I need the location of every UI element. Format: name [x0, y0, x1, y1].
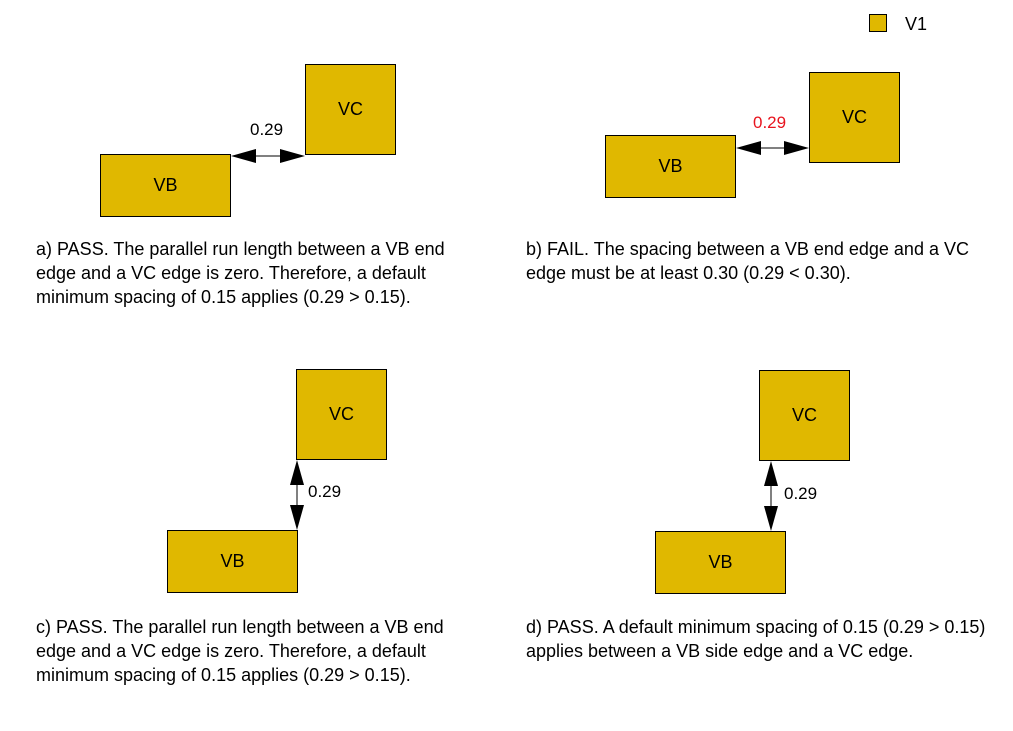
panel-a-caption: a) PASS. The parallel run length between… [36, 239, 445, 307]
panel-d-spacing-label: 0.29 [784, 484, 818, 503]
panel-b-vc-label: VC [841, 107, 867, 127]
legend-swatch [869, 14, 887, 32]
panel-c-vb-label: VB [220, 551, 245, 571]
panel-b-caption: b) FAIL. The spacing between a VB end ed… [526, 239, 969, 283]
panel-c-vc-box: VC [296, 369, 387, 460]
panel-b-spacing-label-fail: 0.29 [753, 113, 787, 132]
panel-a-spacing-label: 0.29 [250, 120, 284, 139]
panel-b-vb-label: VB [658, 156, 683, 176]
panel-d-vc-label: VC [791, 405, 817, 425]
panel-b-vb-box: VB [605, 135, 736, 198]
panel-c-vb-box: VB [167, 530, 298, 593]
panel-a-vc-label: VC [337, 99, 363, 119]
panel-a-vb-box: VB [100, 154, 231, 217]
panel-c-vc-label: VC [328, 404, 354, 424]
panel-c-caption: c) PASS. The parallel run length between… [36, 617, 444, 685]
panel-d-vb-box: VB [655, 531, 786, 594]
panel-a-vc-box: VC [305, 64, 396, 155]
panel-c-spacing-label: 0.29 [308, 482, 342, 501]
panel-d-vc-box: VC [759, 370, 850, 461]
panel-b-vc-box: VC [809, 72, 900, 163]
panel-d-caption: d) PASS. A default minimum spacing of 0.… [526, 617, 986, 661]
panel-d-vb-label: VB [708, 552, 733, 572]
legend-label: V1 [905, 14, 928, 34]
panel-a-vb-label: VB [153, 175, 178, 195]
